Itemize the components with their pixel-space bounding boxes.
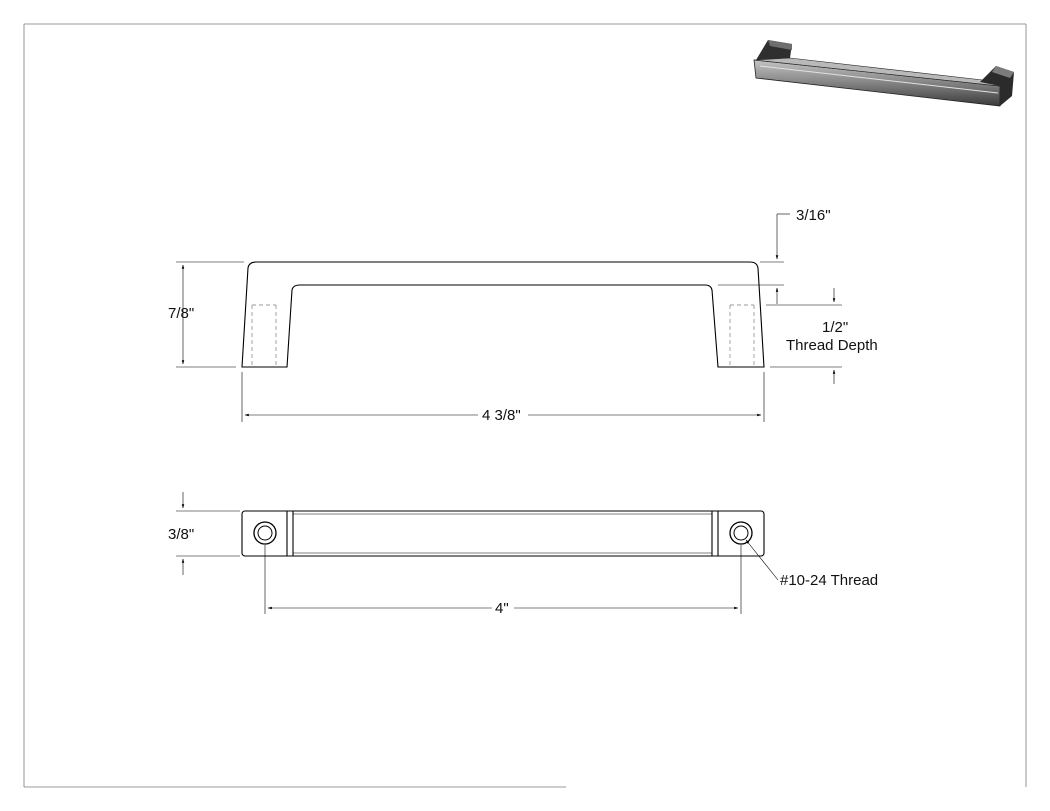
thread-bore-right bbox=[729, 304, 755, 367]
thread-hole-left bbox=[253, 521, 277, 545]
thread-callout-label: #10-24 Thread bbox=[780, 572, 878, 589]
thread-depth-label: Thread Depth bbox=[786, 337, 878, 354]
cabinet-pull-3d-render-icon bbox=[753, 40, 1014, 107]
wall-thickness-dimension: 3/16" bbox=[718, 207, 831, 304]
drawing-frame bbox=[23, 23, 1027, 788]
height-dimension: 7/8" bbox=[168, 261, 244, 368]
thread-hole-right bbox=[729, 521, 753, 545]
overall-length-dimension: 4 3/8" bbox=[241, 372, 765, 424]
thread-bore-left bbox=[251, 304, 277, 367]
thread-callout: #10-24 Thread bbox=[745, 539, 878, 589]
overall-length-label: 4 3/8" bbox=[482, 407, 521, 424]
front-view: 7/8" 3/16" 1/2" Thread Depth 4 3/8" bbox=[168, 207, 878, 424]
center-to-center-dimension: 4" bbox=[264, 545, 742, 617]
wall-thickness-label: 3/16" bbox=[796, 207, 831, 224]
top-view: 3/8" 4" #10-24 Thread bbox=[168, 492, 878, 617]
width-dimension: 3/8" bbox=[168, 492, 240, 575]
width-dimension-label: 3/8" bbox=[168, 526, 194, 543]
center-to-center-label: 4" bbox=[495, 600, 509, 617]
thread-depth-value: 1/2" bbox=[822, 319, 848, 336]
height-dimension-label: 7/8" bbox=[168, 305, 194, 322]
thread-depth-dimension: 1/2" Thread Depth bbox=[766, 288, 878, 384]
